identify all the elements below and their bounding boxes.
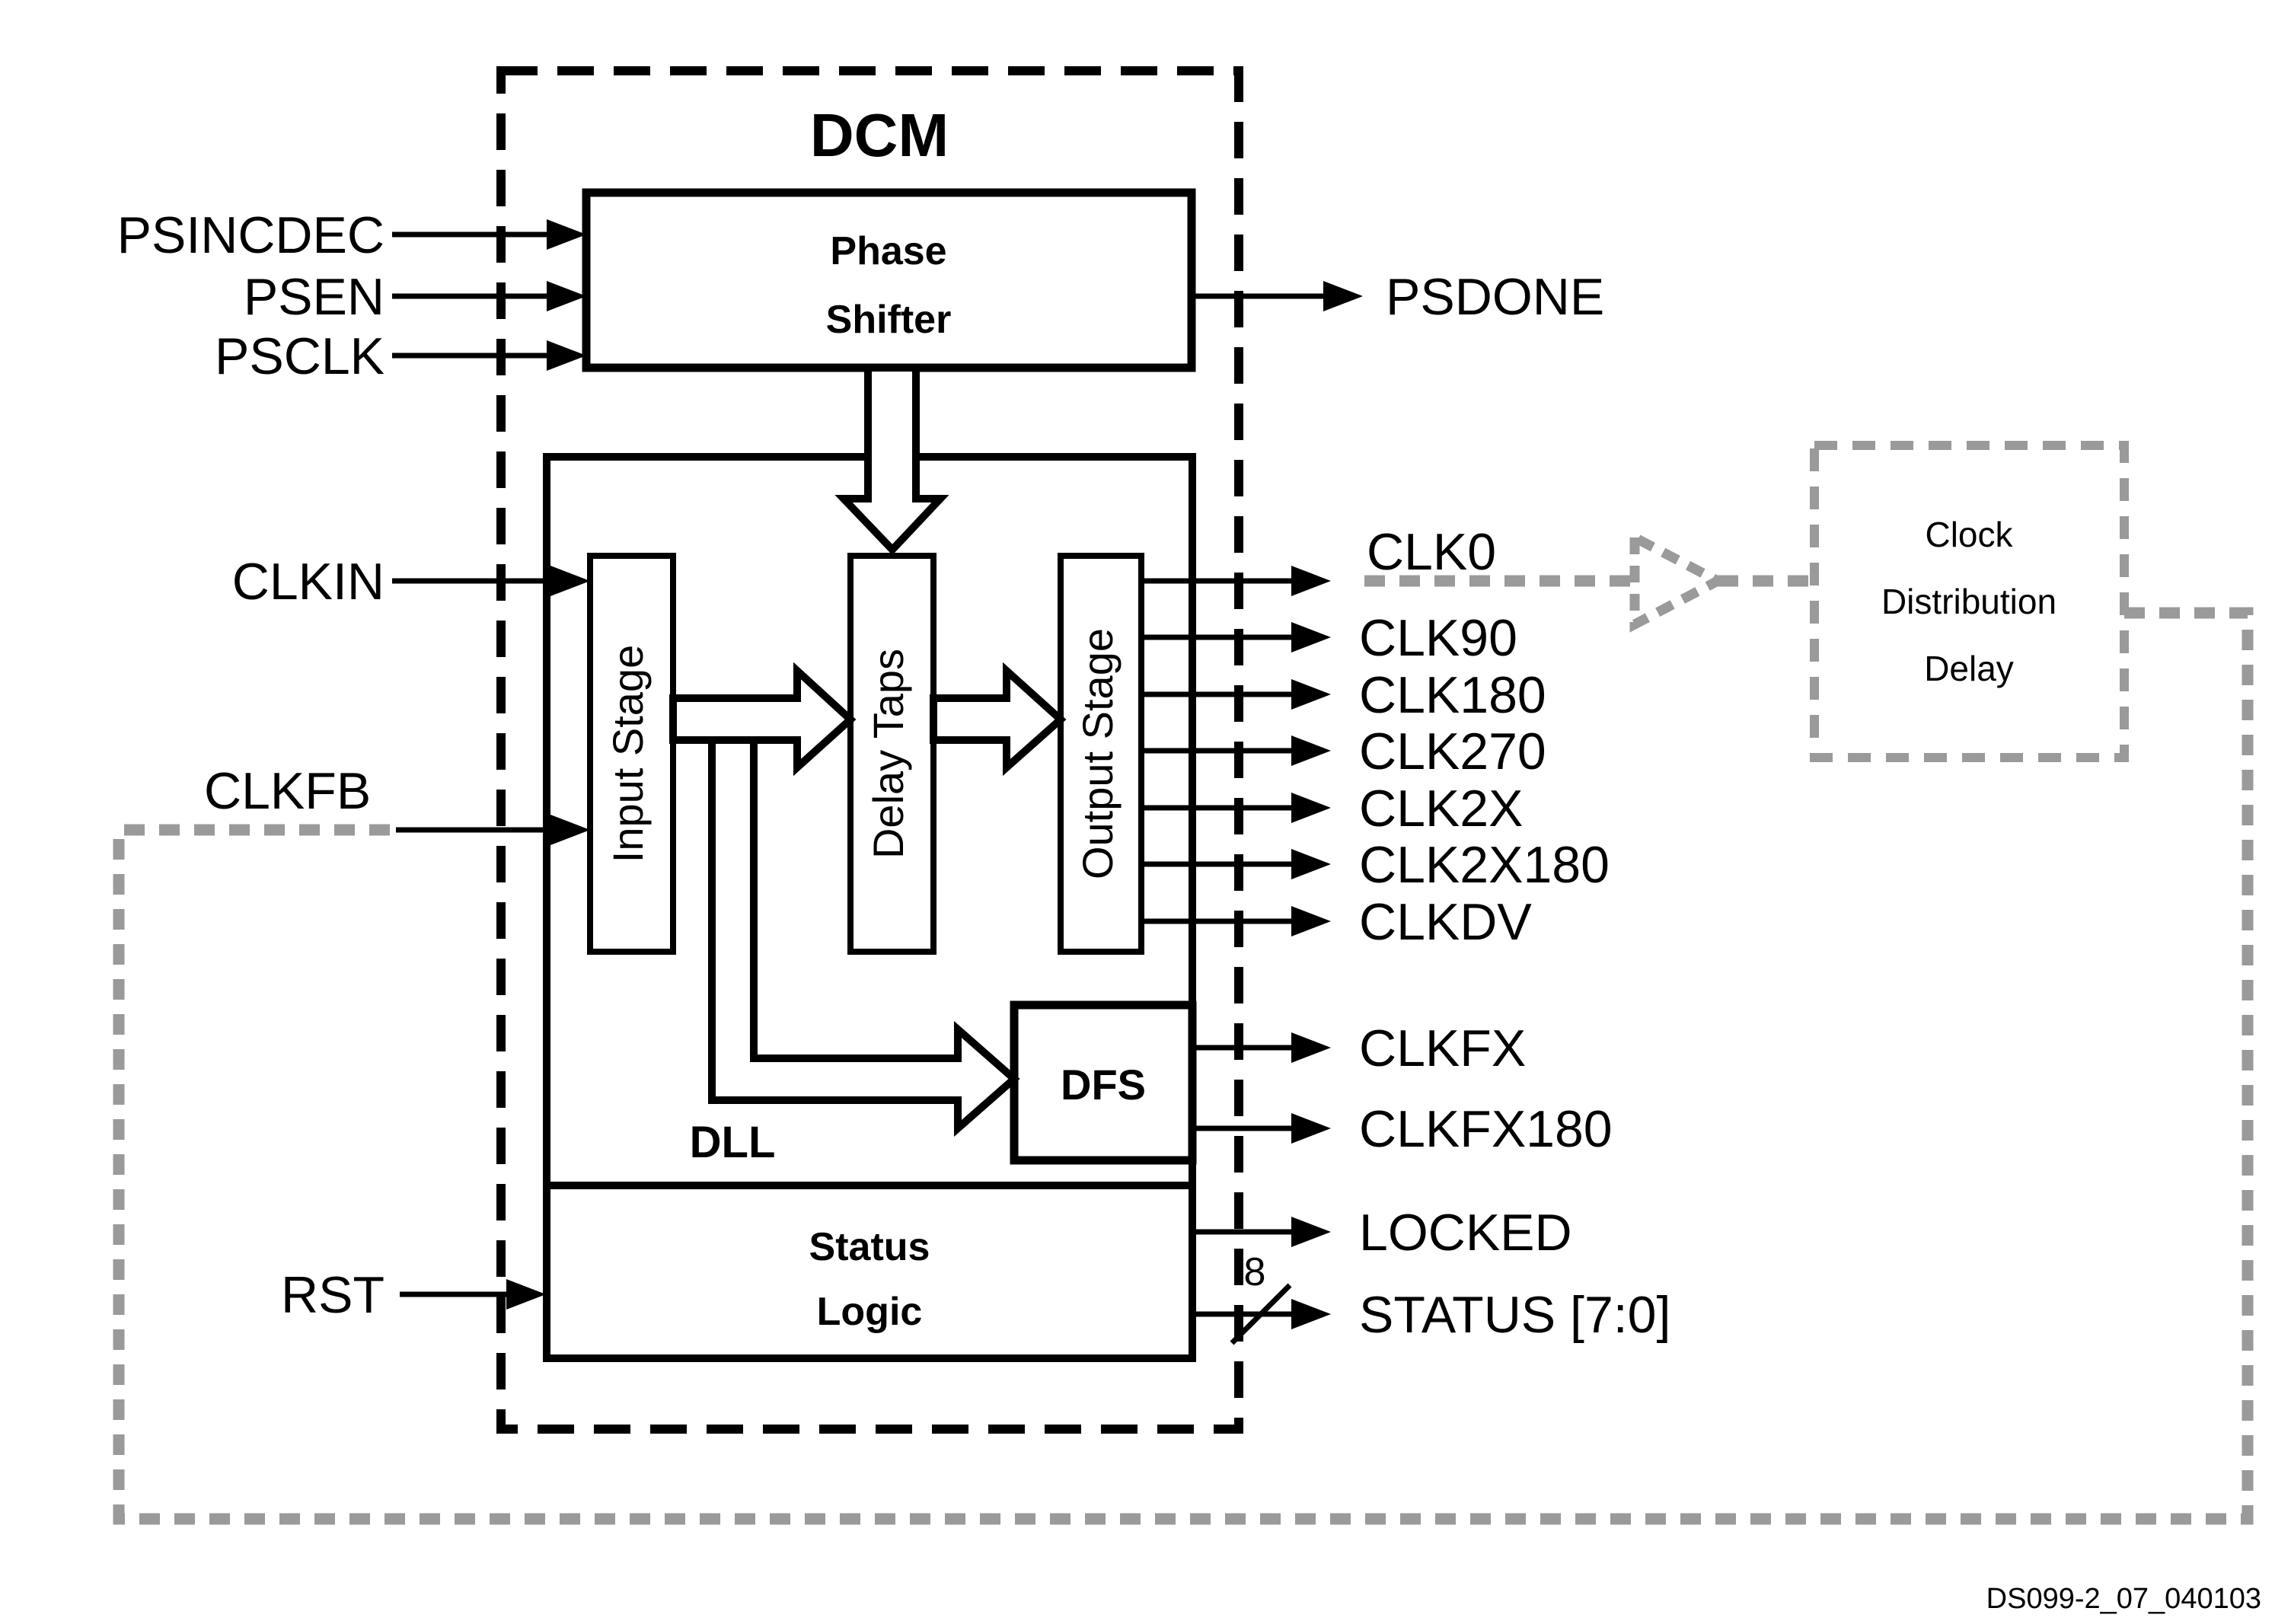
delay-taps-box bbox=[847, 553, 937, 955]
clk180-arrowhead-icon bbox=[1291, 679, 1331, 710]
rst-label: RST bbox=[281, 1266, 384, 1324]
input-stage-label: Input Stage bbox=[604, 645, 652, 863]
clk180-label: CLK180 bbox=[1359, 666, 1546, 724]
phase-to-delay-arrow bbox=[834, 364, 949, 556]
clk2x-arrowhead-icon bbox=[1291, 793, 1331, 823]
clk90-label: CLK90 bbox=[1359, 609, 1517, 667]
feedback-path bbox=[113, 441, 2254, 1525]
clock-buffer-icon bbox=[1629, 529, 1729, 633]
phase-shifter-label-line1: Phase bbox=[830, 229, 946, 273]
clock-distribution-delay-label-line3: Delay bbox=[1924, 649, 2014, 688]
clkfx-arrowhead-icon bbox=[1291, 1032, 1331, 1063]
psen-arrowhead-icon bbox=[547, 281, 586, 311]
status-logic-label-line2: Logic bbox=[817, 1290, 923, 1334]
dll-label: DLL bbox=[690, 1118, 776, 1167]
clkin-arrowhead-icon bbox=[550, 566, 590, 596]
clk0-arrowhead-icon bbox=[1291, 566, 1331, 596]
clk270-label: CLK270 bbox=[1359, 723, 1546, 780]
clkfx180-arrowhead-icon bbox=[1291, 1113, 1331, 1144]
clock-distribution-delay-label-line1: Clock bbox=[1925, 515, 2013, 554]
status-label: STATUS [7:0] bbox=[1359, 1286, 1670, 1344]
figure-reference-code: DS099-2_07_040103 bbox=[1986, 1583, 2261, 1615]
signal-lines bbox=[392, 231, 1329, 1345]
clkfx180-label: CLKFX180 bbox=[1359, 1100, 1613, 1158]
clk2x180-arrowhead-icon bbox=[1291, 849, 1331, 879]
psincdec-label: PSINCDEC bbox=[117, 206, 384, 264]
dfs-label: DFS bbox=[1061, 1061, 1146, 1109]
psincdec-arrowhead-icon bbox=[547, 219, 586, 250]
psclk-arrowhead-icon bbox=[547, 340, 586, 371]
clock-distribution-delay-label-line2: Distribution bbox=[1881, 582, 2056, 621]
clkfb-arrowhead-icon bbox=[550, 815, 590, 845]
status-bus-slash bbox=[1230, 1283, 1292, 1345]
locked-arrowhead-icon bbox=[1291, 1217, 1331, 1247]
clkdv-arrowhead-icon bbox=[1291, 906, 1331, 936]
clk0-label: CLK0 bbox=[1367, 523, 1496, 581]
clkfx-label: CLKFX bbox=[1359, 1019, 1526, 1077]
clkfb-label: CLKFB bbox=[204, 762, 371, 820]
status-logic-label-line1: Status bbox=[809, 1225, 930, 1269]
delay-to-output-arrow bbox=[930, 662, 1067, 777]
clkin-label: CLKIN bbox=[232, 553, 384, 611]
input-to-dfs-arrow bbox=[708, 736, 1020, 1137]
psclk-label: PSCLK bbox=[215, 327, 384, 385]
output-stage-label: Output Stage bbox=[1074, 628, 1122, 879]
clk270-arrowhead-icon bbox=[1291, 735, 1331, 766]
input-stage-box bbox=[587, 553, 676, 955]
clk2x-label: CLK2X bbox=[1359, 780, 1523, 838]
arrowheads bbox=[506, 219, 1363, 1329]
psdone-label: PSDONE bbox=[1386, 268, 1604, 326]
delay-taps-label: Delay Taps bbox=[864, 649, 912, 859]
clkdv-label: CLKDV bbox=[1359, 893, 1532, 951]
clk2x180-label: CLK2X180 bbox=[1359, 836, 1610, 894]
phase-shifter-label-line2: Shifter bbox=[826, 298, 952, 342]
input-to-delay-arrow bbox=[669, 662, 857, 777]
clk90-arrowhead-icon bbox=[1291, 622, 1331, 652]
feedback-loop-line bbox=[113, 607, 2254, 1525]
psdone-arrowhead-icon bbox=[1323, 281, 1363, 311]
clock-distribution-delay-box bbox=[1810, 441, 2129, 762]
rst-arrowhead-icon bbox=[506, 1279, 546, 1310]
output-stage-box bbox=[1058, 553, 1144, 955]
dfs-box bbox=[1010, 1000, 1197, 1165]
locked-label: LOCKED bbox=[1359, 1204, 1572, 1262]
status-bus-width-label: 8 bbox=[1244, 1250, 1266, 1294]
psen-label: PSEN bbox=[244, 268, 384, 326]
status-arrowhead-icon bbox=[1291, 1299, 1331, 1329]
block-arrows bbox=[669, 364, 1067, 1137]
dcm-title: DCM bbox=[810, 101, 949, 169]
